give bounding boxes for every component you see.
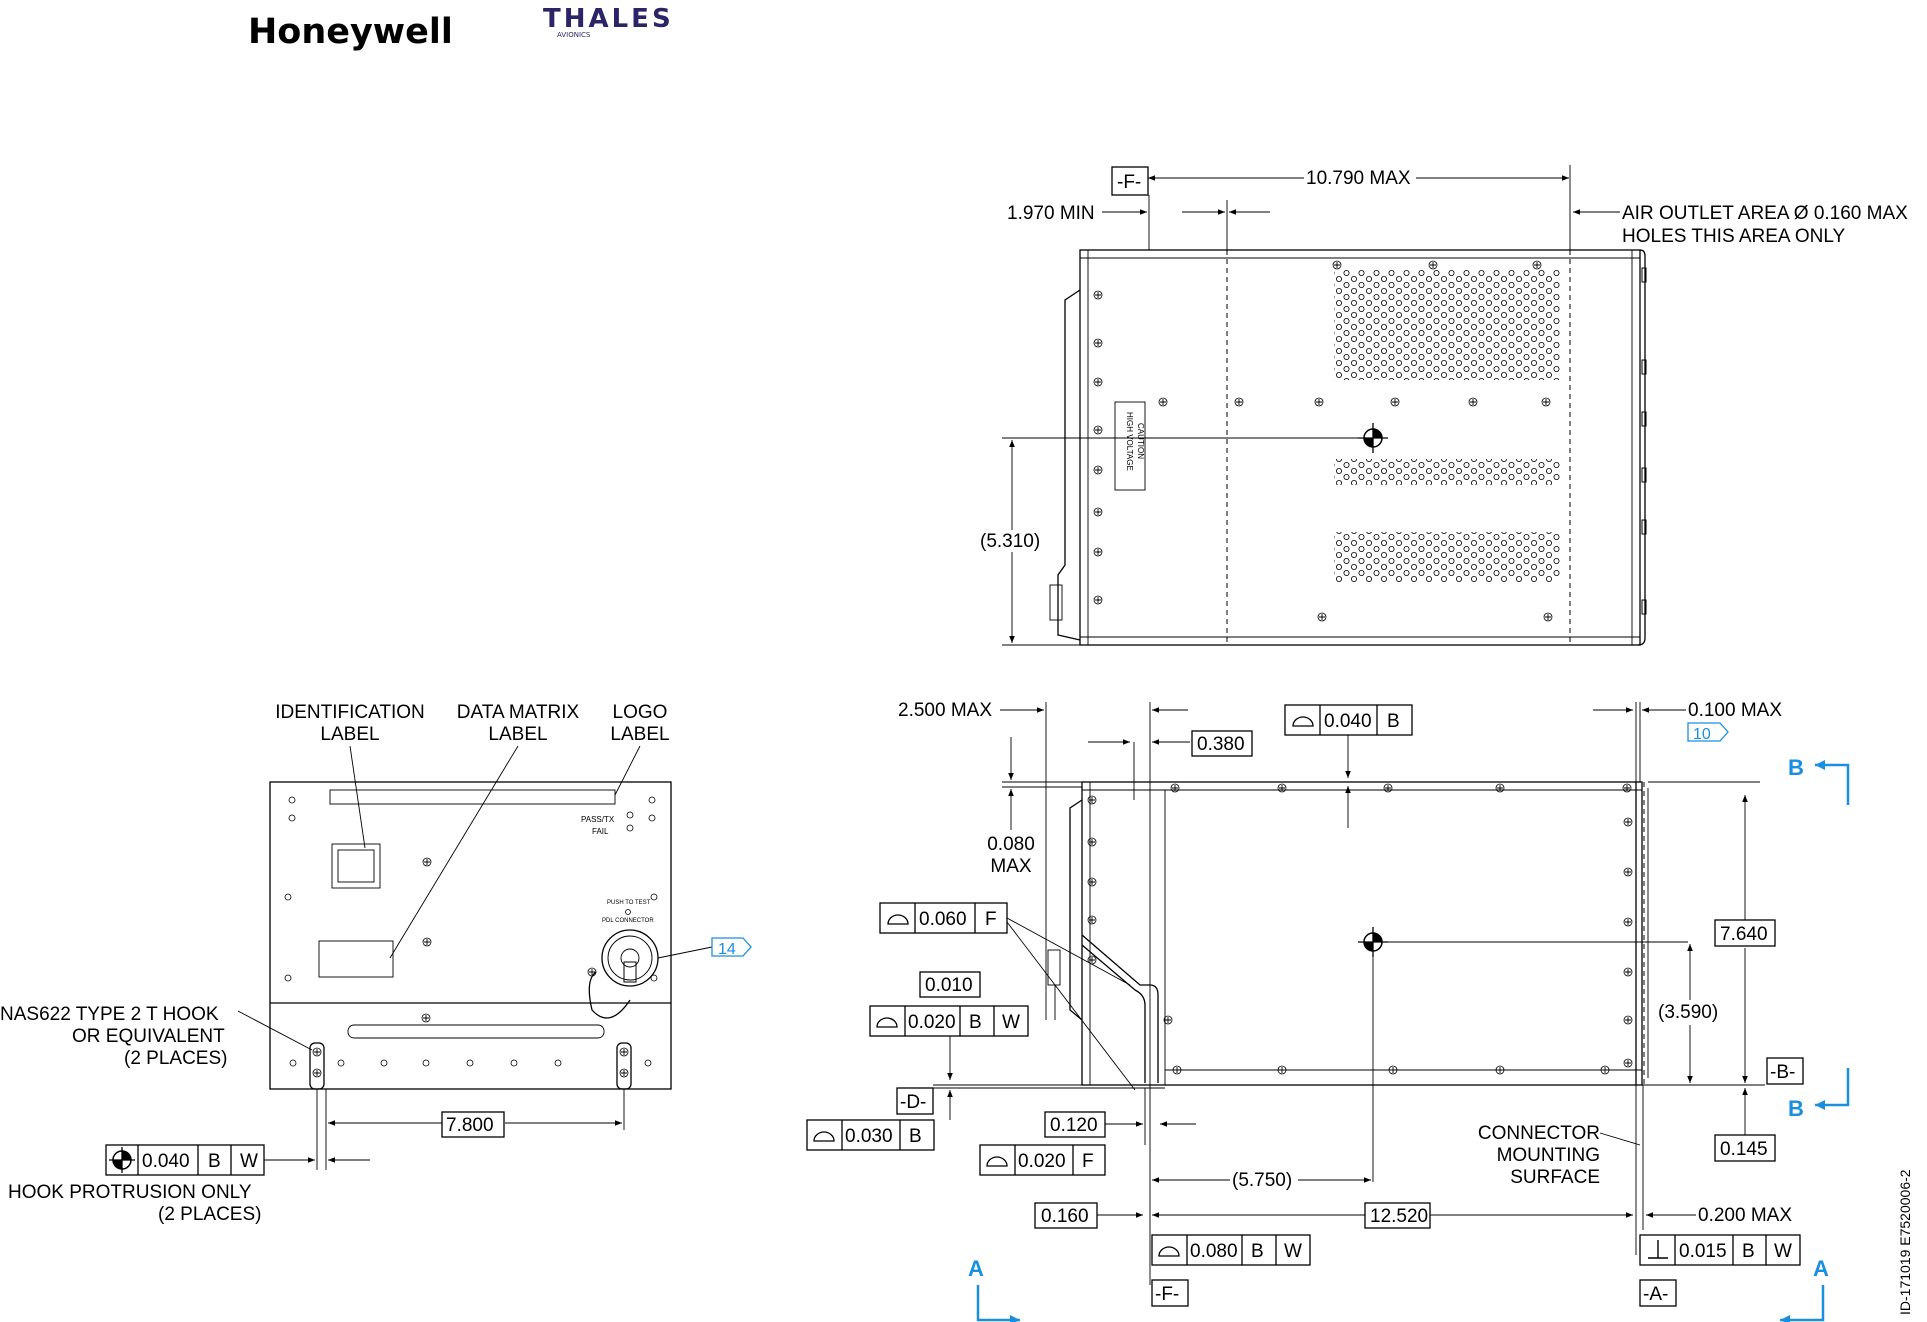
push-test-label: PUSH TO TEST — [607, 900, 651, 906]
dim-0080-1: 0.080 — [987, 834, 1035, 855]
dm-label-text-2: LABEL — [488, 724, 547, 745]
section-b-top: B — [1788, 755, 1804, 780]
fcf-perp-value: 0.015 — [1679, 1241, 1727, 1262]
hook-note-3: (2 PLACES) — [124, 1048, 227, 1069]
fcf-0080-value: 0.080 — [1190, 1241, 1238, 1262]
svg-text:AVIONICS: AVIONICS — [557, 31, 591, 39]
dim-0145: 0.145 — [1720, 1139, 1768, 1160]
connector-note-3: SURFACE — [1510, 1167, 1600, 1188]
side-center-of-gravity-icon — [1357, 926, 1389, 958]
protrusion-note-1: HOOK PROTRUSION ONLY — [8, 1182, 252, 1203]
air-outlet-note-2: HOLES THIS AREA ONLY — [1622, 226, 1845, 247]
caution-label-1: CAUTION — [1136, 423, 1145, 459]
connector-note-1: CONNECTOR — [1478, 1123, 1600, 1144]
profile-icon — [1158, 1246, 1180, 1257]
fcf-perp-datum2: W — [1774, 1241, 1792, 1262]
callout-10: 10 — [1693, 726, 1711, 743]
dim-7640: 7.640 — [1720, 924, 1768, 945]
position-icon — [109, 1147, 135, 1173]
section-a-left: A — [968, 1256, 984, 1281]
dim-5750: (5.750) — [1232, 1170, 1292, 1191]
top-height-ref: (5.310) — [980, 531, 1040, 552]
profile-icon — [986, 1156, 1008, 1167]
fcf-0020bw-datum1: B — [969, 1012, 982, 1033]
top-fcf-datum: B — [1387, 711, 1400, 732]
perpendicularity-icon — [1648, 1240, 1668, 1259]
pass-tx-label: PASS/TX — [581, 815, 615, 824]
dim-0160: 0.160 — [1041, 1206, 1089, 1227]
profile-icon — [887, 914, 909, 925]
thales-logo: THALES AVIONICS — [543, 4, 674, 39]
dim-0010: 0.010 — [925, 975, 973, 996]
fcf-perp-datum1: B — [1742, 1241, 1755, 1262]
datum-a: -A- — [1643, 1284, 1668, 1305]
connector-note-2: MOUNTING — [1497, 1145, 1600, 1166]
fcf-0020bw-value: 0.020 — [908, 1012, 956, 1033]
profile-icon — [813, 1131, 835, 1142]
datum-b: -B- — [1770, 1062, 1795, 1083]
section-b-bottom: B — [1788, 1096, 1804, 1121]
id-label-text-1: IDENTIFICATION — [275, 702, 425, 723]
dim-0120: 0.120 — [1050, 1115, 1098, 1136]
side-view: 2.500 MAX 0.380 0.040 B 0.100 MAX 10 B — [806, 700, 1850, 1322]
hook-fcf-datum2: W — [240, 1151, 258, 1172]
dim-0200-max: 0.200 MAX — [1698, 1205, 1792, 1226]
logo-label-text-1: LOGO — [613, 702, 668, 723]
air-outlet-note-1: AIR OUTLET AREA Ø 0.160 MAX — [1622, 203, 1908, 224]
fcf-0020f-datum: F — [1082, 1151, 1094, 1172]
top-min-dim: 1.970 MIN — [1007, 203, 1095, 224]
dim-0080-2: MAX — [990, 856, 1032, 877]
hook-fcf-datum1: B — [208, 1151, 221, 1172]
caution-label-2: HIGH VOLTAGE — [1125, 412, 1134, 471]
profile-icon — [876, 1017, 898, 1028]
top-view: -F- 10.790 MAX 1.970 MIN AIR OUTLET AREA… — [980, 165, 1908, 646]
id-label-text-2: LABEL — [320, 724, 379, 745]
pdl-connector-label: PDL CONNECTOR — [602, 918, 654, 924]
fcf-0060-value: 0.060 — [919, 909, 967, 930]
drawing-id: ID-171019 E7520006-2 — [1897, 1169, 1913, 1315]
svg-text:THALES: THALES — [543, 4, 674, 34]
top-datum-f: -F- — [1117, 172, 1141, 193]
datum-d: -D- — [900, 1092, 926, 1113]
protrusion-note-2: (2 PLACES) — [158, 1204, 261, 1225]
fcf-0020f-value: 0.020 — [1018, 1151, 1066, 1172]
fail-label: FAIL — [592, 827, 609, 836]
top-center-of-gravity-icon — [1357, 422, 1389, 454]
hook-spacing-dim: 7.800 — [446, 1115, 494, 1136]
callout-14: 14 — [718, 941, 736, 958]
fcf-0080-datum1: B — [1251, 1241, 1264, 1262]
dim-0380: 0.380 — [1197, 734, 1245, 755]
profile-icon — [1292, 716, 1314, 727]
dim-3590: (3.590) — [1658, 1002, 1718, 1023]
fcf-0020bw-datum2: W — [1002, 1012, 1020, 1033]
fcf-0080-datum2: W — [1284, 1241, 1302, 1262]
hook-fcf-value: 0.040 — [142, 1151, 190, 1172]
logo-label-text-2: LABEL — [610, 724, 669, 745]
hook-note-2: OR EQUIVALENT — [72, 1026, 225, 1047]
dim-12520: 12.520 — [1370, 1206, 1428, 1227]
honeywell-logo: Honeywell — [248, 12, 453, 52]
fcf-0030-datum: B — [909, 1126, 922, 1147]
top-fcf-value: 0.040 — [1324, 711, 1372, 732]
fcf-0030-value: 0.030 — [845, 1126, 893, 1147]
fcf-0060-datum: F — [985, 909, 997, 930]
dim-2500-max: 2.500 MAX — [898, 700, 992, 721]
datum-f-bottom: -F- — [1155, 1284, 1179, 1305]
section-a-right: A — [1813, 1256, 1829, 1281]
dm-label-text-1: DATA MATRIX — [457, 702, 580, 723]
dim-0100-max: 0.100 MAX — [1688, 700, 1782, 721]
front-view: IDENTIFICATION LABEL DATA MATRIX LABEL L… — [0, 702, 752, 1225]
hook-note-1: NAS622 TYPE 2 T HOOK — [0, 1004, 219, 1025]
top-length-dim: 10.790 MAX — [1306, 168, 1411, 189]
